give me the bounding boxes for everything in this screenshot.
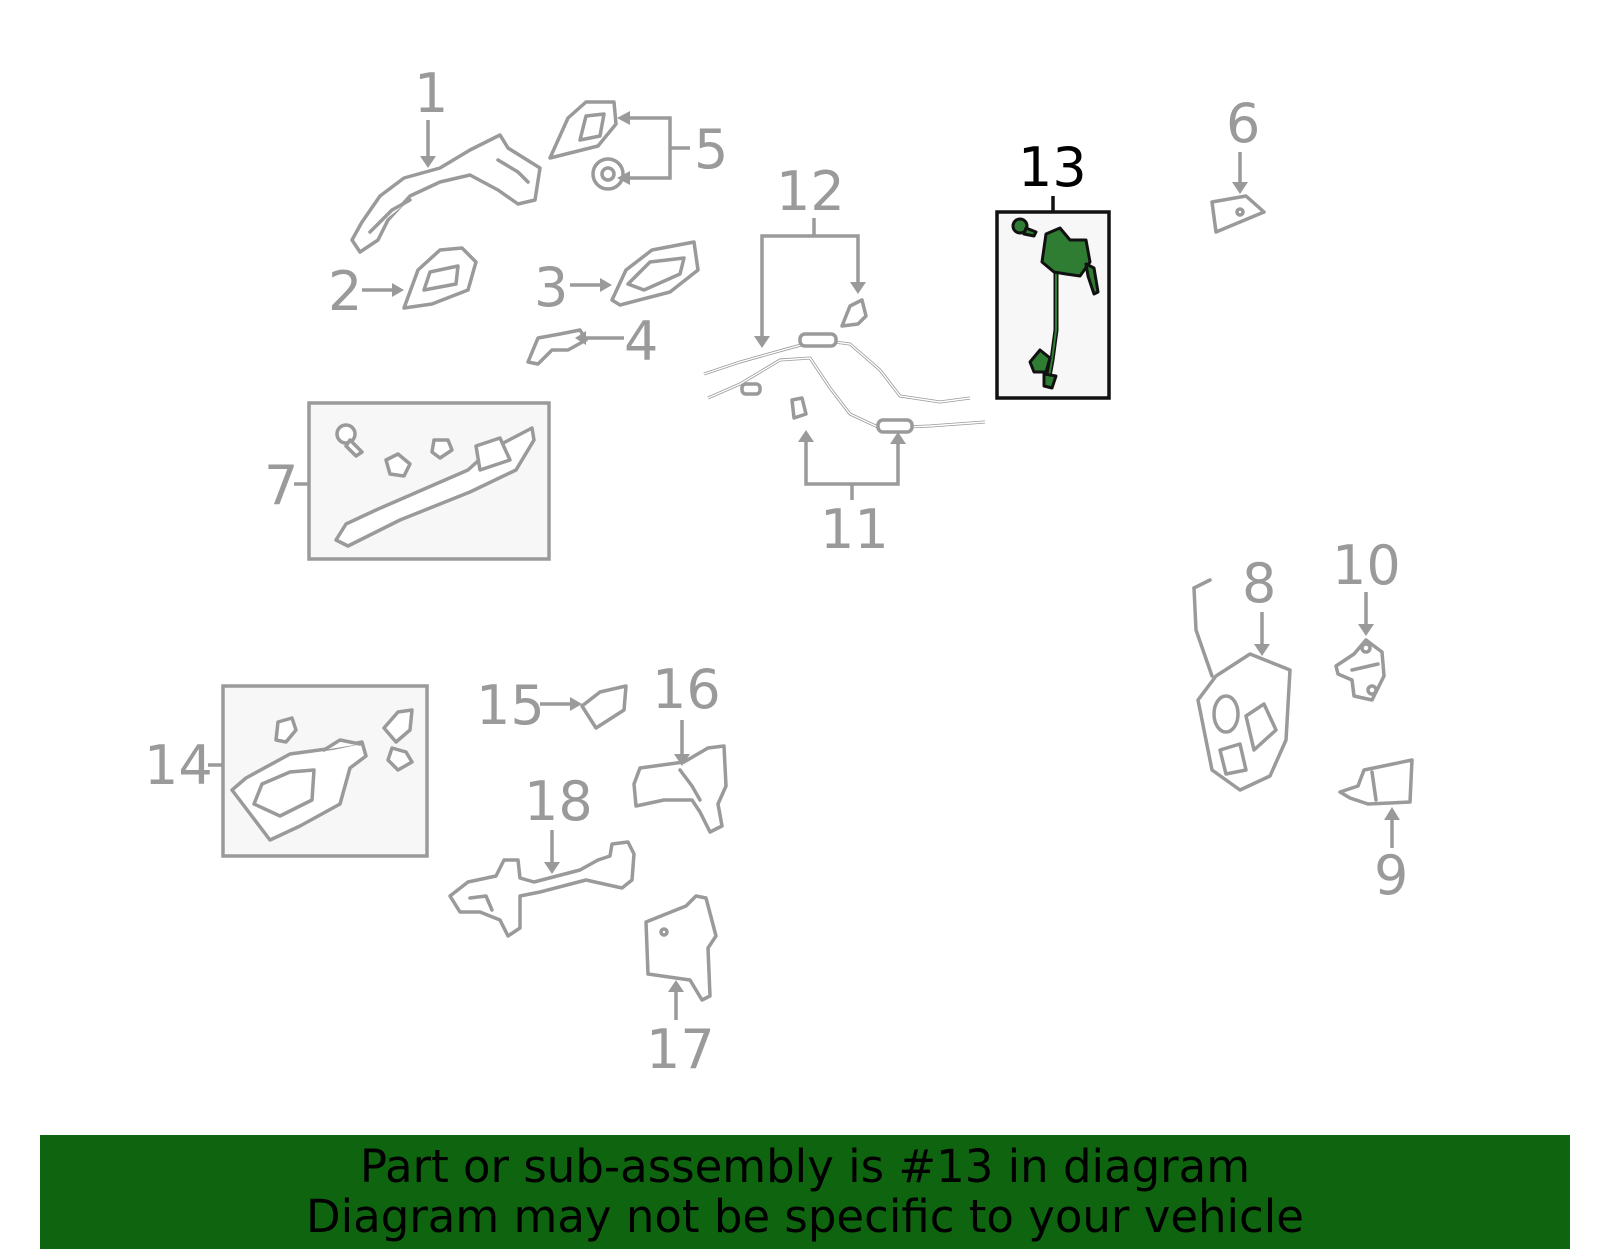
- callout-3: 3: [534, 256, 568, 319]
- callout-17: 17: [646, 1018, 715, 1081]
- callout-18: 18: [524, 770, 593, 833]
- part-2-handle-cap[interactable]: [402, 246, 478, 310]
- part-16-bracket[interactable]: [632, 744, 728, 834]
- callout-4: 4: [624, 310, 658, 373]
- info-banner: Part or sub-assembly is #13 in diagram D…: [40, 1135, 1570, 1249]
- part-14-inside-handle-kit-box[interactable]: [221, 684, 429, 858]
- callout-11: 11: [820, 498, 889, 561]
- callout-16: 16: [652, 658, 721, 721]
- banner-line-part-number: Part or sub-assembly is #13 in diagram: [359, 1140, 1251, 1193]
- callout-7: 7: [264, 454, 298, 517]
- callout-9: 9: [1374, 844, 1408, 907]
- part-17-bracket[interactable]: [644, 894, 718, 1002]
- part-18-door-check[interactable]: [448, 840, 636, 938]
- callout-5: 5: [694, 118, 728, 181]
- part-11-12-cables[interactable]: [703, 298, 986, 434]
- part-9-latch-cover[interactable]: [1338, 758, 1414, 806]
- callout-12: 12: [776, 160, 845, 223]
- callout-2: 2: [328, 260, 362, 323]
- callout-15: 15: [476, 674, 545, 737]
- callout-13: 13: [1018, 136, 1087, 199]
- callout-8: 8: [1242, 552, 1276, 615]
- banner-line-disclaimer: Diagram may not be specific to your vehi…: [306, 1190, 1304, 1243]
- part-7-handle-kit-box[interactable]: [307, 401, 551, 561]
- part-3-handle-cover[interactable]: [610, 240, 700, 307]
- part-15-pad[interactable]: [580, 684, 628, 730]
- part-8-door-latch[interactable]: [1192, 578, 1292, 792]
- part-1-handle-base[interactable]: [350, 133, 542, 254]
- callout-1: 1: [414, 62, 448, 125]
- part-13-inside-handle-cable-assembly[interactable]: [995, 210, 1111, 400]
- part-5-bracket-and-grommet[interactable]: [548, 100, 625, 191]
- part-4-clip[interactable]: [526, 328, 588, 366]
- part-10-striker[interactable]: [1334, 638, 1386, 702]
- callout-14: 14: [144, 734, 213, 797]
- callout-10: 10: [1332, 534, 1401, 597]
- callout-6: 6: [1226, 92, 1260, 155]
- part-6-small-bracket[interactable]: [1210, 194, 1266, 234]
